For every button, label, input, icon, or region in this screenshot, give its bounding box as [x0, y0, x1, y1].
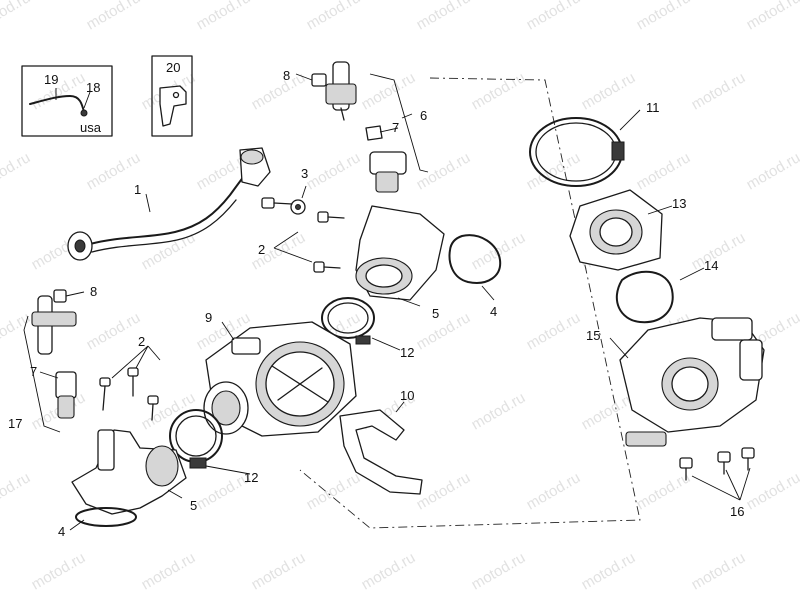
watermark-text: motod.ru — [84, 0, 144, 33]
injector-lower — [55, 371, 77, 419]
throttle-body-15 — [619, 317, 765, 447]
gasket-4-upper — [448, 234, 502, 284]
watermark-text: motod.ru — [304, 0, 364, 33]
fuel-pipe-1 — [89, 167, 251, 245]
label-part-4-lower: 4 — [58, 524, 65, 539]
label-part-17: 17 — [8, 416, 22, 431]
leader-lines — [39, 73, 751, 531]
seal-strip-10 — [339, 409, 423, 495]
watermark-text: motod.ru — [579, 549, 639, 593]
screws-16 — [679, 447, 755, 481]
injector-rail-lower — [31, 289, 77, 355]
watermark-text: motod.ru — [414, 149, 474, 193]
gasket-14 — [615, 270, 674, 324]
o-ring-7-upper — [365, 125, 383, 141]
watermark-text: motod.ru — [634, 469, 694, 513]
watermark-text: motod.ru — [194, 0, 254, 33]
bracket-20-hole — [172, 91, 180, 99]
label-part-3: 3 — [301, 166, 308, 181]
hose-clip-18 — [80, 109, 88, 117]
watermark-text: motod.ru — [634, 149, 694, 193]
watermark-text: motod.ru — [29, 549, 89, 593]
watermark-text: motod.ru — [359, 69, 419, 113]
watermark-text: motod.ru — [689, 549, 749, 593]
watermark-text: motod.ru — [744, 0, 800, 33]
label-part-19: 19 — [44, 72, 58, 87]
label-usa-note: usa — [80, 120, 102, 135]
watermark-text: motod.ru — [469, 549, 529, 593]
watermark-text: motod.ru — [249, 69, 309, 113]
label-part-10: 10 — [400, 388, 414, 403]
watermark-text: motod.ru — [414, 309, 474, 353]
label-part-12-lower: 12 — [244, 470, 258, 485]
screw-2-lower — [313, 261, 341, 273]
watermark-text: motod.ru — [744, 469, 800, 513]
injector-6 — [369, 151, 407, 193]
bracket-20 — [159, 85, 187, 127]
watermark-text: motod.ru — [0, 309, 33, 353]
watermark-text: motod.ru — [524, 0, 584, 33]
label-part-6: 6 — [420, 108, 427, 123]
screw-2-mid — [317, 211, 345, 223]
clamp-12-upper — [321, 297, 375, 339]
watermark-text: motod.ru — [0, 469, 33, 513]
throttle-body-9 — [203, 321, 357, 437]
label-part-2-lower: 2 — [138, 334, 145, 349]
inset-box-bracket — [151, 55, 193, 137]
label-part-4-upper: 4 — [490, 304, 497, 319]
bracket-17 — [23, 315, 61, 433]
watermark-text: motod.ru — [414, 0, 474, 33]
label-part-14: 14 — [704, 258, 718, 273]
gasket-4-lower — [75, 507, 137, 527]
watermark-text: motod.ru — [84, 309, 144, 353]
watermark-text: motod.ru — [579, 69, 639, 113]
label-part-5-upper: 5 — [432, 306, 439, 321]
watermark-text: motod.ru — [0, 149, 33, 193]
label-part-7-upper: 7 — [392, 120, 399, 135]
watermark-text: motod.ru — [0, 0, 33, 33]
label-part-18: 18 — [86, 80, 100, 95]
vacuum-hose-19 — [29, 95, 85, 113]
label-part-12-upper: 12 — [400, 345, 414, 360]
part-number-labels: 1 2 3 4 5 6 7 8 8 9 12 10 2 7 17 12 5 4 … — [8, 60, 744, 539]
label-part-15: 15 — [586, 328, 600, 343]
watermark-text: motod.ru — [744, 149, 800, 193]
watermark-text: motod.ru — [304, 149, 364, 193]
label-part-11: 11 — [646, 100, 660, 115]
watermark-text: motod.ru — [524, 309, 584, 353]
watermark-text: motod.ru — [359, 549, 419, 593]
label-part-9: 9 — [205, 310, 212, 325]
watermark-text: motod.ru — [139, 549, 199, 593]
label-part-8-upper: 8 — [283, 68, 290, 83]
label-part-5-lower: 5 — [190, 498, 197, 513]
label-part-1: 1 — [134, 182, 141, 197]
label-part-16: 16 — [730, 504, 744, 519]
watermark-text: motod.ru — [634, 0, 694, 33]
watermark-text: motod.ru — [249, 549, 309, 593]
watermark-text: motod.ru — [304, 469, 364, 513]
watermark-text: motod.ru — [469, 69, 529, 113]
injector-rail-upper — [311, 61, 357, 121]
label-part-20: 20 — [166, 60, 180, 75]
screw-2-upper — [261, 197, 293, 209]
watermark-text: motod.ru — [414, 469, 474, 513]
label-part-13: 13 — [672, 196, 686, 211]
inset-box-hose — [21, 65, 113, 137]
watermark-text: motod.ru — [524, 469, 584, 513]
label-part-2-upper: 2 — [258, 242, 265, 257]
watermark-text: motod.ru — [689, 69, 749, 113]
bracket-6 — [369, 73, 429, 173]
label-part-8-lower: 8 — [90, 284, 97, 299]
screws-2-lower-set — [99, 367, 159, 421]
watermark-text: motod.ru — [469, 389, 529, 433]
label-part-7-lower: 7 — [30, 364, 37, 379]
assembly-boundary — [299, 77, 641, 529]
